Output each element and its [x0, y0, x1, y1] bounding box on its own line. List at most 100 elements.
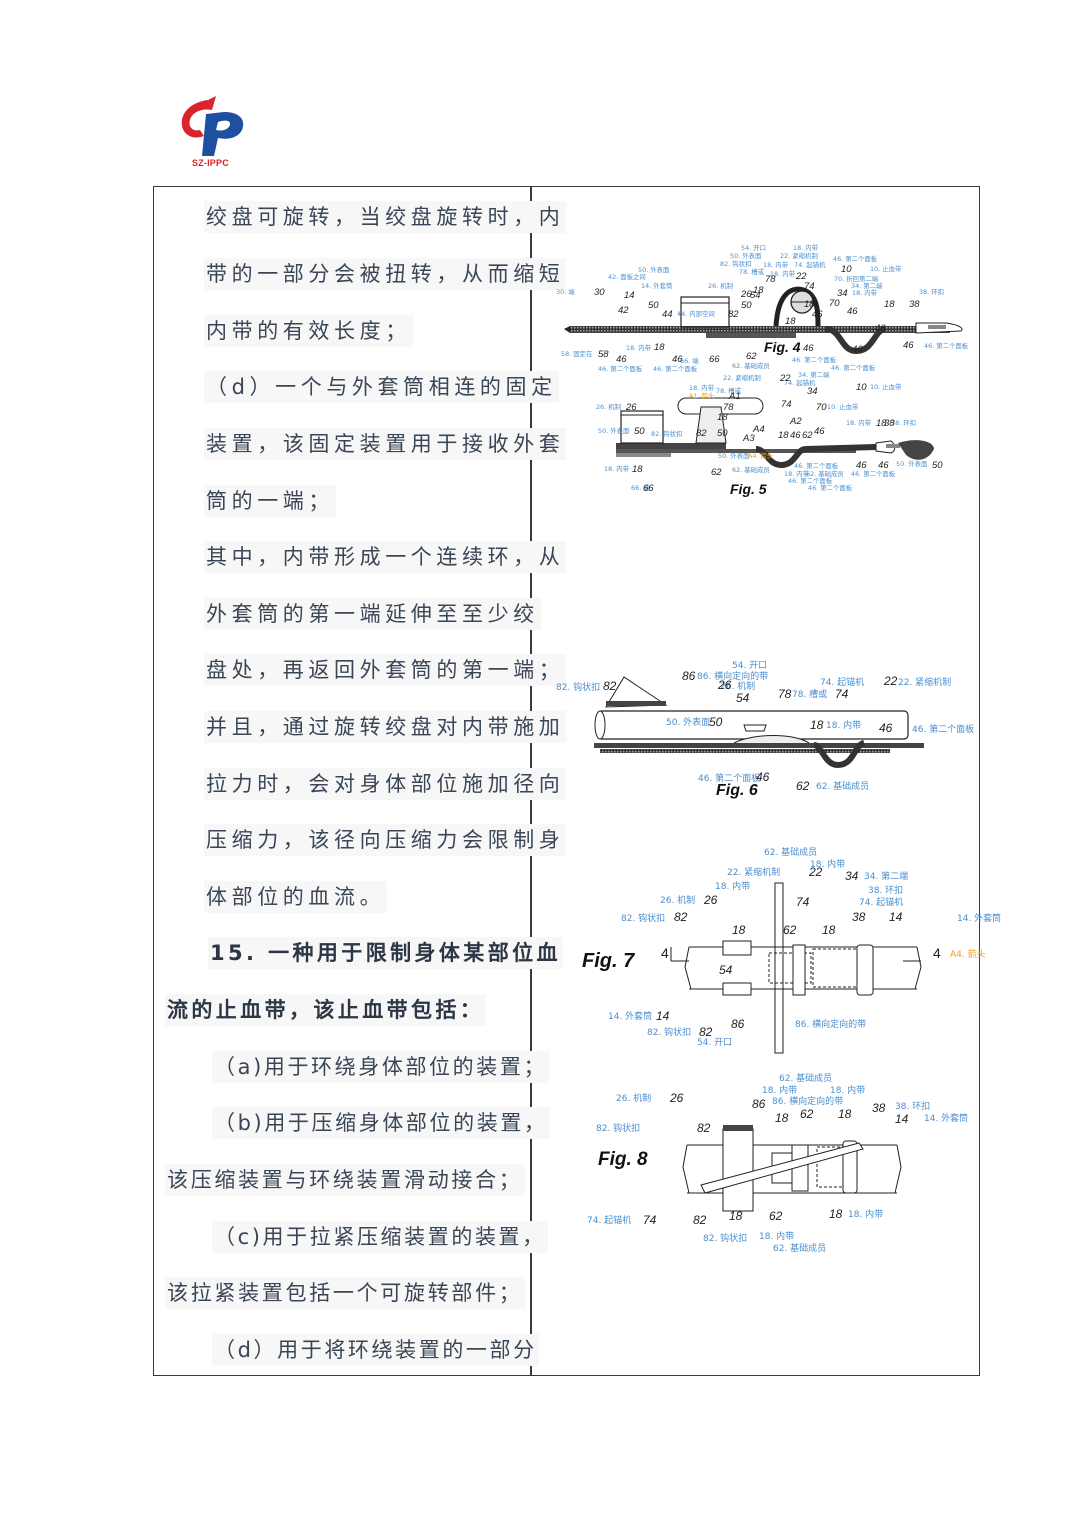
claim-text-line: 带的一部分会被扭转，从而缩短 — [204, 258, 567, 290]
fig4-label: 10. 止血带 — [870, 265, 902, 273]
fig4-label: 50. 外表面 — [730, 252, 762, 260]
logo-text: SZ-IPPC — [192, 158, 229, 168]
fig4-ref-number: 78 — [765, 274, 776, 285]
figure-7: 62. 基础成员 18. 内带 22. 紧缩机制 34. 第二端 18. 内带 … — [577, 837, 1001, 1054]
fig5-label: 26. 机制 — [596, 403, 621, 411]
fig4-ref-number: 22 — [796, 271, 807, 282]
fig4-ref-number: 46 — [847, 306, 858, 317]
fig8-ref-number: 18 — [775, 1111, 789, 1125]
fig5-ref-number: 18 — [632, 464, 643, 475]
fig7-ref-number: 54 — [719, 963, 733, 977]
claim-text-line: 拉力时，会对身体部位施加径向 — [204, 768, 567, 800]
fig4-ref-number: 42 — [618, 305, 629, 316]
claims-table: 绞盘可旋转，当绞盘旋转时，内 带的一部分会被扭转，从而缩短 内带的有效长度； （… — [153, 186, 1001, 1376]
fig5-label: 10. 止血带 — [870, 383, 902, 391]
fig5-label: 50. 外表面 — [598, 427, 630, 435]
fig4-ref-number: 44 — [662, 309, 673, 320]
fig8-label: 18. 内带 — [848, 1210, 884, 1220]
fig8-ref-number: 18 — [838, 1107, 852, 1121]
fig8-label: 26. 机制 — [616, 1094, 652, 1104]
fig5-label: 66. 端 — [631, 484, 650, 492]
fig5-ref-number: 82 — [696, 428, 707, 439]
fig4-ref-number: 26 — [741, 289, 752, 300]
fig6-ref-number: 46 — [756, 770, 770, 784]
fig6-label: 62. 基础成员 — [816, 782, 870, 792]
claim-text-line: 压缩力，该径向压缩力会限制身 — [204, 824, 567, 856]
fig4-ref-number: 62 — [746, 351, 757, 362]
claim-text-line: （b)用于压缩身体部位的装置， — [212, 1107, 550, 1139]
fig4-label: 46. 第二个面板 — [653, 365, 698, 373]
fig5-ref-number: 10 — [856, 382, 867, 393]
fig8-ref-number: 74 — [643, 1213, 657, 1227]
claim-text-line: 体部位的血流。 — [204, 881, 388, 913]
fig4-ref-number: 18 — [753, 285, 764, 296]
fig4-ref-number: 46 — [903, 340, 914, 351]
fig4-label: 46. 第二个面板 — [924, 342, 969, 350]
fig7-ref-number: 22 — [809, 865, 823, 879]
fig4-ref-number: 46 — [616, 354, 627, 365]
figure-4: 54. 开口 18. 内带 50. 外表面 22. 紧缩机制 82. 钩状扣 1… — [556, 243, 969, 373]
fig4-label: 18. 内带 — [763, 261, 788, 269]
fig7-title: Fig. 7 — [582, 950, 635, 972]
fig4-label: 18. 内带 — [793, 244, 818, 252]
figure-6: 54. 开口 82. 钩状扣 86. 横向定向的带 26. 机制 74. 起锚机… — [554, 655, 974, 805]
fig5-ref-number: A1 — [729, 391, 741, 402]
fig5-label: 62. 基础成员 — [806, 470, 844, 478]
fig4-label: 18. 内带 — [852, 289, 877, 297]
fig7-label: 74. 起锚机 — [859, 898, 904, 908]
fig8-label: 62. 基础成员 — [773, 1244, 827, 1254]
fig4-label: 44. 内部空间 — [677, 310, 715, 318]
fig5-ref-number: 22 — [780, 373, 791, 384]
fig4-title: Fig. 4 — [764, 339, 801, 355]
fig5-ref-number: 50 — [717, 428, 728, 439]
claim-text-line: 其中，内带形成一个连续环，从 — [204, 541, 567, 573]
fig5-label: 46. 第二个面板 — [851, 470, 896, 478]
fig8-ref-number: 62 — [769, 1209, 783, 1223]
fig4-label: 54. 开口 — [741, 244, 766, 252]
fig7-label: 38. 环扣 — [868, 886, 904, 896]
fig8-ref-number: 26 — [670, 1091, 684, 1105]
fig5-ref-number: A3 — [743, 433, 755, 444]
fig5-label: 50. 外表面 — [718, 452, 750, 460]
fig5-label: 18. 内带 — [604, 465, 629, 473]
fig6-label: 18. 内带 — [826, 721, 862, 731]
fig4-label: 82. 钩状扣 — [720, 260, 752, 268]
fig8-label: 18. 内带 — [762, 1086, 798, 1096]
fig4-ref-number: 38 — [909, 299, 920, 310]
logo-icon — [181, 96, 244, 156]
fig4-drawing — [564, 286, 963, 355]
fig4-ref-number: 46 — [672, 354, 683, 365]
fig6-ref-number: 78 — [778, 687, 792, 701]
claim-text-line: 并且，通过旋转绞盘对内带施加 — [204, 711, 567, 743]
claim-text-line: 装置，该固定装置用于接收外套 — [204, 428, 567, 460]
claim-text-line: 外套筒的第一端延伸至至少绞 — [204, 598, 541, 630]
fig5-ref-number: 46 — [856, 460, 867, 471]
fig6-ref-number: 82 — [603, 679, 617, 693]
fig5-label: 78. 槽或 — [716, 387, 741, 395]
fig5-label: 62. 基础成员 — [732, 466, 770, 474]
fig5-ref-number: 18 — [717, 412, 728, 423]
fig6-label: 78. 槽或 — [792, 690, 828, 700]
fig5-ref-number: 46 — [790, 430, 801, 441]
fig8-label: 18. 内带 — [830, 1086, 866, 1096]
fig4-label: 26. 机制 — [708, 282, 733, 290]
fig4-ref-number: 50 — [648, 300, 659, 311]
fig5-label: 18. 内带 — [784, 470, 809, 478]
fig7-label: 18. 内带 — [715, 882, 751, 892]
fig8-title: Fig. 8 — [598, 1149, 648, 1170]
fig4-ref-number: 18 — [654, 342, 665, 353]
fig4-label: 78. 槽或 — [739, 268, 764, 276]
fig5-label: 46. 第二个面板 — [808, 484, 853, 492]
fig5-label: 18. 内带 — [689, 384, 714, 392]
fig4-ref-number: 74 — [804, 281, 815, 292]
claim-text-line: 盘处，再返回外套筒的第一端； — [204, 654, 567, 686]
fig5-label: 10. 止血带 — [827, 403, 859, 411]
fig7-label: 82. 钩状扣 — [621, 914, 666, 924]
fig4-ref-number: 46 — [812, 309, 823, 320]
fig4-ref-number: 82 — [728, 309, 739, 320]
fig4-label: 46. 第二个面板 — [831, 364, 876, 372]
fig8-label: 38. 环扣 — [895, 1102, 931, 1112]
fig7-ref-number: 62 — [783, 923, 797, 937]
fig4-label: 74. 起锚机 — [794, 261, 826, 269]
fig4-label: 38. 环扣 — [919, 288, 944, 296]
